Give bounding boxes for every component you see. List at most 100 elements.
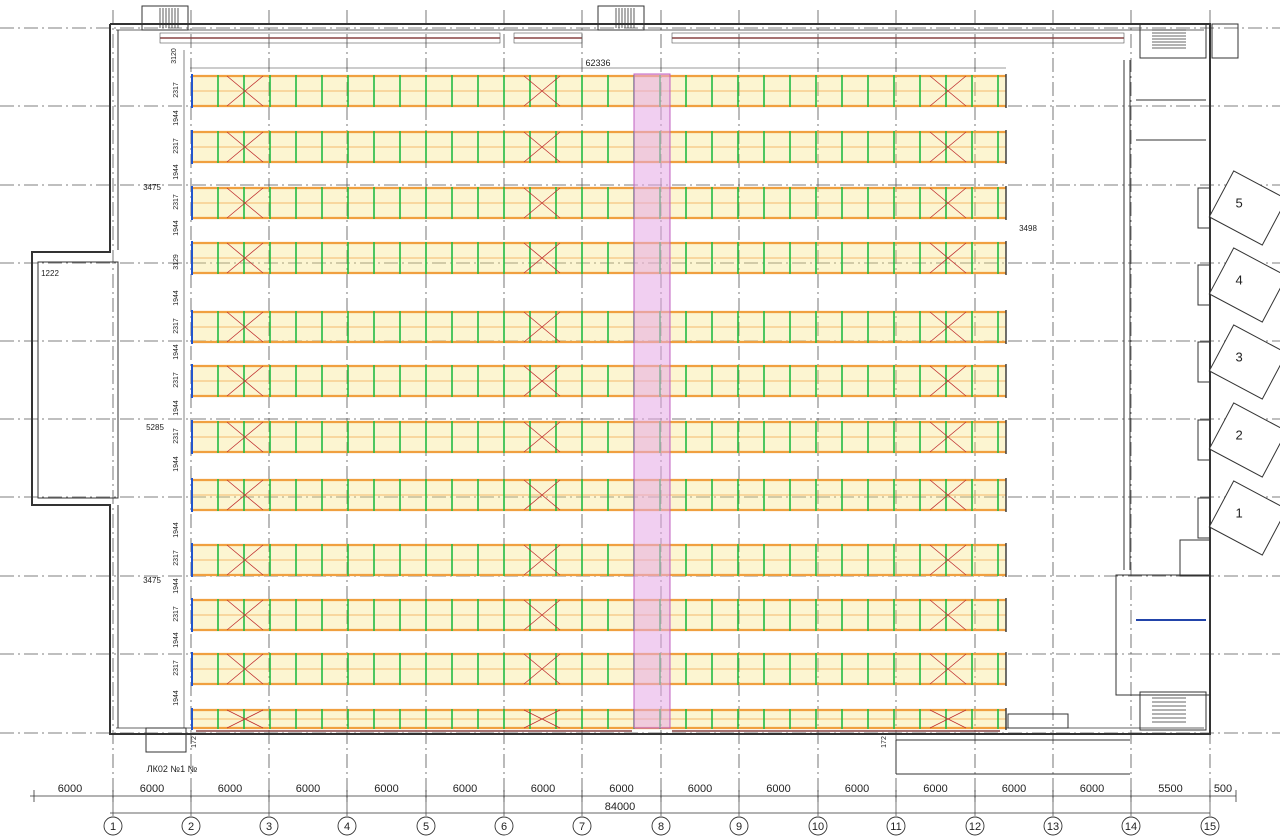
- row-dimension-label: 1944: [173, 690, 180, 706]
- axis-bubble: [494, 816, 514, 836]
- dock-gate: 1: [1208, 480, 1280, 556]
- dim-172-left: 172: [191, 736, 198, 748]
- row-dimension-label: 1944: [173, 220, 180, 236]
- bay-dimension: 6000: [453, 783, 477, 795]
- dock-gate-label: 3: [1236, 349, 1243, 364]
- rack-cross: [929, 311, 967, 343]
- axis-bubble-label: 4: [344, 821, 350, 833]
- stairwells: [141, 5, 1239, 753]
- rack-row: [191, 74, 1007, 108]
- bay-dimension: 6000: [1002, 783, 1026, 795]
- axis-bubble-label: 6: [501, 821, 507, 833]
- bay-dimension: 6000: [923, 783, 947, 795]
- rack-cross: [226, 599, 264, 631]
- axis-bubble: [1200, 816, 1220, 836]
- service-aisle: [633, 73, 671, 729]
- dock-gate-frame: [1208, 480, 1280, 556]
- storage-racks: [191, 74, 1007, 730]
- rack-cross: [523, 131, 561, 163]
- row-dimension-label: 1944: [173, 344, 180, 360]
- dock-door: [1197, 264, 1211, 306]
- window-frame: [159, 32, 501, 44]
- rack-row: [191, 652, 1007, 686]
- bay-dimension: 5500: [1158, 783, 1182, 795]
- bay-dimension: 6000: [845, 783, 869, 795]
- bay-dimension: 6000: [609, 783, 633, 795]
- rack-cross: [523, 242, 561, 274]
- row-dimension-label: 1944: [173, 456, 180, 472]
- dim-3475-bottom: 3475: [143, 576, 161, 585]
- dock-gate-label: 4: [1236, 272, 1243, 287]
- rack-cross: [523, 421, 561, 453]
- dock-gate-label: 1: [1236, 505, 1243, 520]
- rack-cross: [226, 421, 264, 453]
- rack-cross: [929, 187, 967, 219]
- axis-bubble-label: 12: [969, 821, 981, 833]
- rack-cross: [226, 187, 264, 219]
- rack-cross: [523, 365, 561, 397]
- rack-cross: [523, 75, 561, 107]
- row-dimension-label: 2317: [173, 372, 180, 388]
- row-dimension-label: 2317: [173, 194, 180, 210]
- bay-dimension: 6000: [531, 783, 555, 795]
- rack-length-dimension: 62336: [585, 58, 610, 68]
- dock-door: [1197, 341, 1211, 383]
- axis-bubble-label: 9: [736, 821, 742, 833]
- rack-cross: [929, 599, 967, 631]
- rack-row: [191, 543, 1007, 577]
- rack-cross: [523, 311, 561, 343]
- dock-gate-frame: [1208, 247, 1280, 323]
- dock-gate-frame: [1208, 170, 1280, 246]
- bay-dimension: 6000: [688, 783, 712, 795]
- dock-gate-label: 2: [1236, 427, 1243, 442]
- dock-door: [1197, 497, 1211, 539]
- row-dimension-label: 2317: [173, 550, 180, 566]
- axis-bubble-label: 2: [188, 821, 194, 833]
- rack-cross: [929, 365, 967, 397]
- axis-bubble: [729, 816, 749, 836]
- dock-door: [1197, 187, 1211, 229]
- axis-bubble-label: 15: [1204, 821, 1216, 833]
- stair-label: ЛК02 №1 №: [147, 764, 198, 774]
- left-extra-dim: 6000: [58, 783, 82, 795]
- rack-cross: [523, 653, 561, 685]
- axis-bubble: [181, 816, 201, 836]
- axis-bubble: [1043, 816, 1063, 836]
- windows: [159, 32, 1125, 732]
- row-dimension-label: 1944: [173, 290, 180, 306]
- total-dimension: 84000: [605, 801, 636, 813]
- rack-cross: [523, 709, 561, 729]
- row-dimension-label: 1944: [173, 578, 180, 594]
- rack-cross: [226, 311, 264, 343]
- rack-cross: [929, 131, 967, 163]
- dim-3475-top: 3475: [143, 183, 161, 192]
- rack-row: [191, 364, 1007, 398]
- row-dimension-label: 1944: [173, 632, 180, 648]
- rack-cross: [929, 75, 967, 107]
- rack-cross: [226, 365, 264, 397]
- row-dimension-label: 1944: [173, 522, 180, 538]
- rack-row: [191, 186, 1007, 220]
- axis-bubble-label: 3: [266, 821, 272, 833]
- axis-bubble-label: 13: [1047, 821, 1059, 833]
- rack-cross: [226, 709, 264, 729]
- rack-cross: [523, 479, 561, 511]
- axis-bubble-label: 7: [579, 821, 585, 833]
- bottom-dimension-lines: [30, 795, 1236, 814]
- axis-bubble: [337, 816, 357, 836]
- row-dimension-label: 2317: [173, 660, 180, 676]
- row-dimensions: 2317194423171944231719443129194423171944…: [173, 50, 185, 728]
- rack-row: [191, 241, 1007, 275]
- dock-gate-label: 5: [1236, 195, 1243, 210]
- row-dimension-label: 2317: [173, 318, 180, 334]
- axis-bubble: [808, 816, 828, 836]
- dock-gate: 5: [1208, 170, 1280, 246]
- axis-bubble: [651, 816, 671, 836]
- bay-dimension: 500: [1214, 783, 1232, 795]
- window-frame: [513, 32, 583, 44]
- rack-cross: [226, 544, 264, 576]
- bay-dimension: 6000: [140, 783, 164, 795]
- rack-cross: [523, 544, 561, 576]
- axis-bubble: [103, 816, 123, 836]
